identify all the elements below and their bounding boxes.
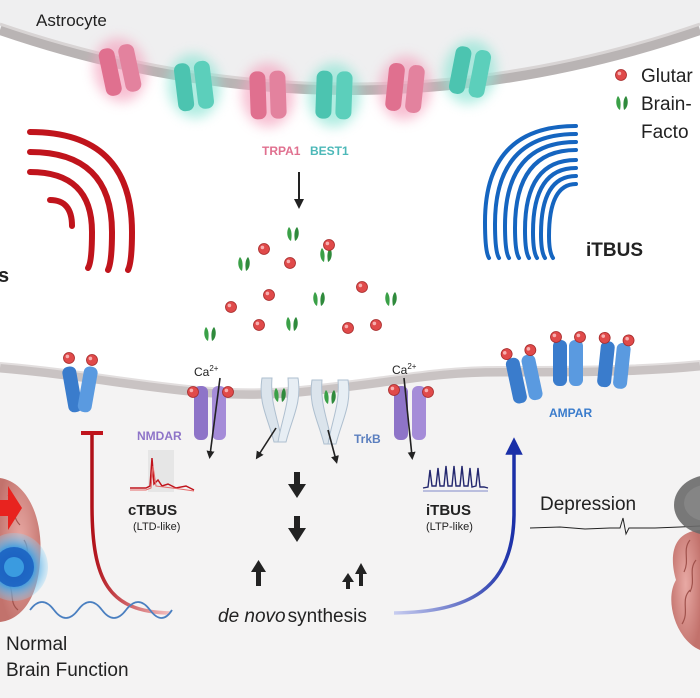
ca-influx-arrow xyxy=(403,377,416,460)
bdnf-icon xyxy=(616,96,628,110)
ampar-label: AMPAR xyxy=(549,406,592,420)
bdnf-icon xyxy=(238,257,250,271)
released-transmitters xyxy=(204,227,397,341)
red-arrow-icon xyxy=(0,486,22,530)
bdnf-icon xyxy=(287,227,299,241)
legend-bdnf-line2: Facto xyxy=(641,122,689,143)
glutamate-dot-icon xyxy=(263,289,275,301)
nmdar-label: NMDAR xyxy=(137,429,182,443)
glutamate-dot-icon xyxy=(225,301,237,313)
astrocyte-channels xyxy=(93,38,497,127)
left-wave-label: s xyxy=(0,265,9,287)
legend: Glutar Brain- Facto xyxy=(615,66,693,143)
bdnf-icon xyxy=(286,317,298,331)
ampar-cluster xyxy=(499,331,636,404)
trpa1-label: TRPA1 xyxy=(262,144,301,158)
activation-arrow xyxy=(393,437,523,615)
itbus-subtitle: (LTP-like) xyxy=(426,521,473,533)
best1-channel-icon xyxy=(307,63,361,127)
ampar-receptor-icon xyxy=(499,343,543,404)
signaling-arrows xyxy=(251,472,367,589)
itbus-trace xyxy=(422,465,489,492)
glutamate-dot-icon xyxy=(356,281,368,293)
trpa1-channel-icon xyxy=(378,56,432,120)
glutamate-dot-icon xyxy=(615,69,627,81)
nmdar-receptor-icon xyxy=(388,384,434,440)
ampar-receptor-icon xyxy=(550,331,586,386)
glutamate-dot-icon xyxy=(370,319,382,331)
ca-influx-arrow xyxy=(206,377,221,459)
neuron-membrane xyxy=(0,360,700,698)
itbus-wave-label: iTBUS xyxy=(586,240,643,261)
glutamate-dot-icon xyxy=(258,243,270,255)
glutamate-dot-icon xyxy=(284,257,296,269)
nmdar-receptor-icon xyxy=(187,386,234,440)
ampar-receptor-icon xyxy=(62,352,98,413)
normal-label-line1: Normal xyxy=(6,634,67,655)
astrocyte-label: Astrocyte xyxy=(36,11,107,30)
glutamate-dot-icon xyxy=(253,319,265,331)
ctbus-trace xyxy=(130,450,195,492)
ctbus-label: cTBUS xyxy=(128,502,177,519)
bdnf-icon xyxy=(385,292,397,306)
legend-bdnf-line1: Brain- xyxy=(641,94,692,115)
glutamate-dot-icon xyxy=(342,322,354,334)
trkb-receptor-icon xyxy=(255,377,300,460)
normal-label-line2: Brain Function xyxy=(6,660,129,681)
trkb-receptor-icon xyxy=(310,379,350,464)
ctbus-subtitle: (LTD-like) xyxy=(133,521,180,533)
glutamate-dot-icon xyxy=(323,239,335,251)
ca-right-label: Ca2+ xyxy=(392,362,417,377)
inhibition-arrow xyxy=(90,434,171,615)
brain-icon xyxy=(671,476,700,650)
ultrasound-wave-icon xyxy=(27,129,136,273)
bdnf-icon xyxy=(204,327,216,341)
legend-glutamate: Glutar xyxy=(641,66,693,87)
depression-eeg-trace xyxy=(529,517,700,536)
trpa1-channel-icon xyxy=(93,38,147,102)
trpa1-channel-icon xyxy=(241,63,295,127)
itbus-label: iTBUS xyxy=(426,502,471,519)
trkb-label: TrkB xyxy=(354,432,381,446)
ultrasound-wave-icon xyxy=(482,124,578,260)
depression-label: Depression xyxy=(540,494,636,515)
bdnf-icon xyxy=(313,292,325,306)
brain-icon xyxy=(0,478,48,622)
best1-label: BEST1 xyxy=(310,144,349,158)
best1-channel-icon xyxy=(167,54,221,118)
ampar-receptor-icon xyxy=(597,331,636,389)
ca-left-label: Ca2+ xyxy=(194,364,219,379)
normal-wave-trace xyxy=(29,601,173,619)
best1-channel-icon xyxy=(443,40,497,104)
